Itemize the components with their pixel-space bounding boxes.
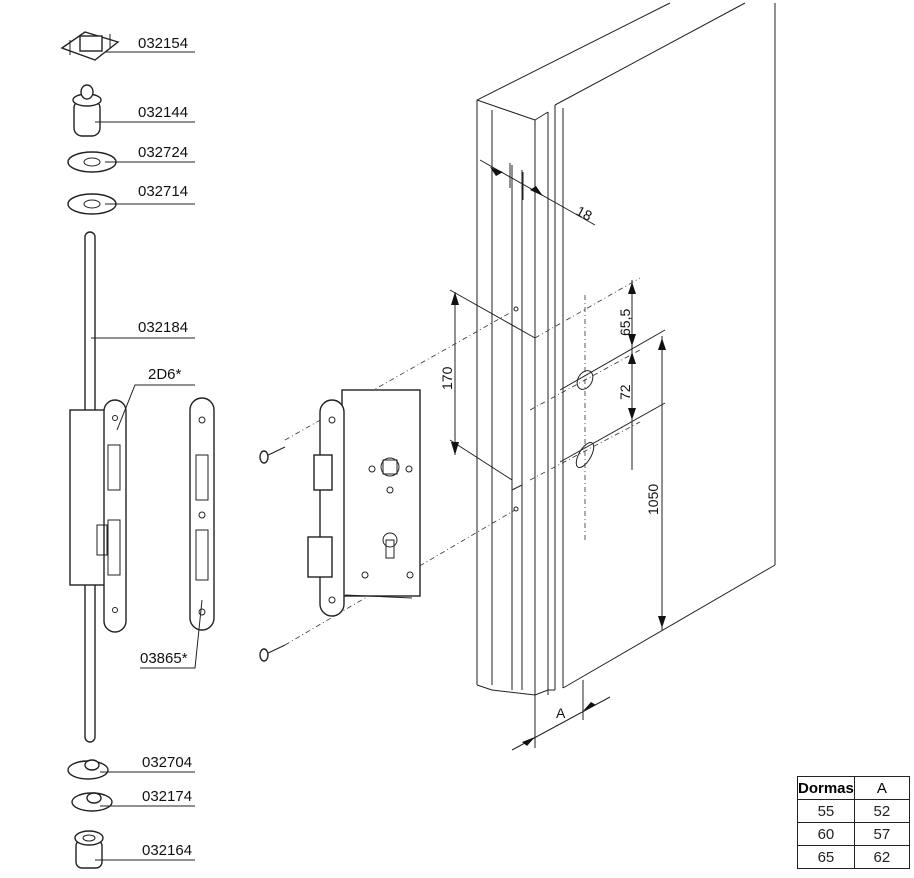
strike-plate — [189, 397, 215, 631]
dimension-vertical-set: 65,5 72 1050 — [559, 280, 666, 630]
rosettes — [67, 151, 117, 215]
label-032174: 032174 — [142, 788, 192, 805]
table-header-row: Dormas A — [797, 776, 910, 800]
table-cell: 62 — [853, 845, 910, 869]
screw-top — [259, 446, 286, 464]
dimension-170: 170 — [439, 289, 536, 481]
label-032164: 032164 — [142, 842, 192, 859]
table-row: 55 52 — [797, 799, 910, 823]
leader-lines — [91, 51, 203, 861]
table-row: 60 57 — [797, 822, 910, 846]
dimension-a-label: A — [556, 705, 566, 721]
dimension-170-label: 170 — [439, 366, 455, 390]
label-2d6: 2D6* — [148, 366, 182, 383]
dimension-1050-label: 1050 — [645, 484, 661, 515]
bottom-parts — [67, 759, 113, 869]
rod-and-lock — [69, 231, 127, 743]
dimension-a: A — [511, 680, 611, 751]
door-frame — [476, 2, 776, 696]
label-03865: 03865* — [140, 650, 188, 667]
mortise-lock — [307, 389, 421, 617]
dimension-18: 18 — [479, 159, 596, 226]
table-header: A — [853, 776, 910, 800]
table-cell: 52 — [853, 799, 910, 823]
table-row: 65 62 — [797, 845, 910, 869]
table-cell: 60 — [797, 822, 855, 846]
top-keeper — [60, 31, 120, 61]
screw-bottom — [259, 644, 286, 662]
table-header: Dormas — [797, 776, 855, 800]
dimension-18-label: 18 — [574, 203, 595, 225]
dimension-table: Dormas A 55 52 60 57 65 62 — [797, 776, 910, 869]
label-032184: 032184 — [138, 319, 188, 336]
label-032724: 032724 — [138, 144, 188, 161]
table-cell: 57 — [853, 822, 910, 846]
label-032154: 032154 — [138, 35, 188, 52]
dimension-72-label: 72 — [617, 384, 633, 400]
table-cell: 55 — [797, 799, 855, 823]
dimension-65-5-label: 65,5 — [617, 309, 633, 336]
label-032144: 032144 — [138, 104, 188, 121]
top-bolt — [72, 84, 102, 137]
label-032714: 032714 — [138, 183, 188, 200]
table-cell: 65 — [797, 845, 855, 869]
label-032704: 032704 — [142, 754, 192, 771]
